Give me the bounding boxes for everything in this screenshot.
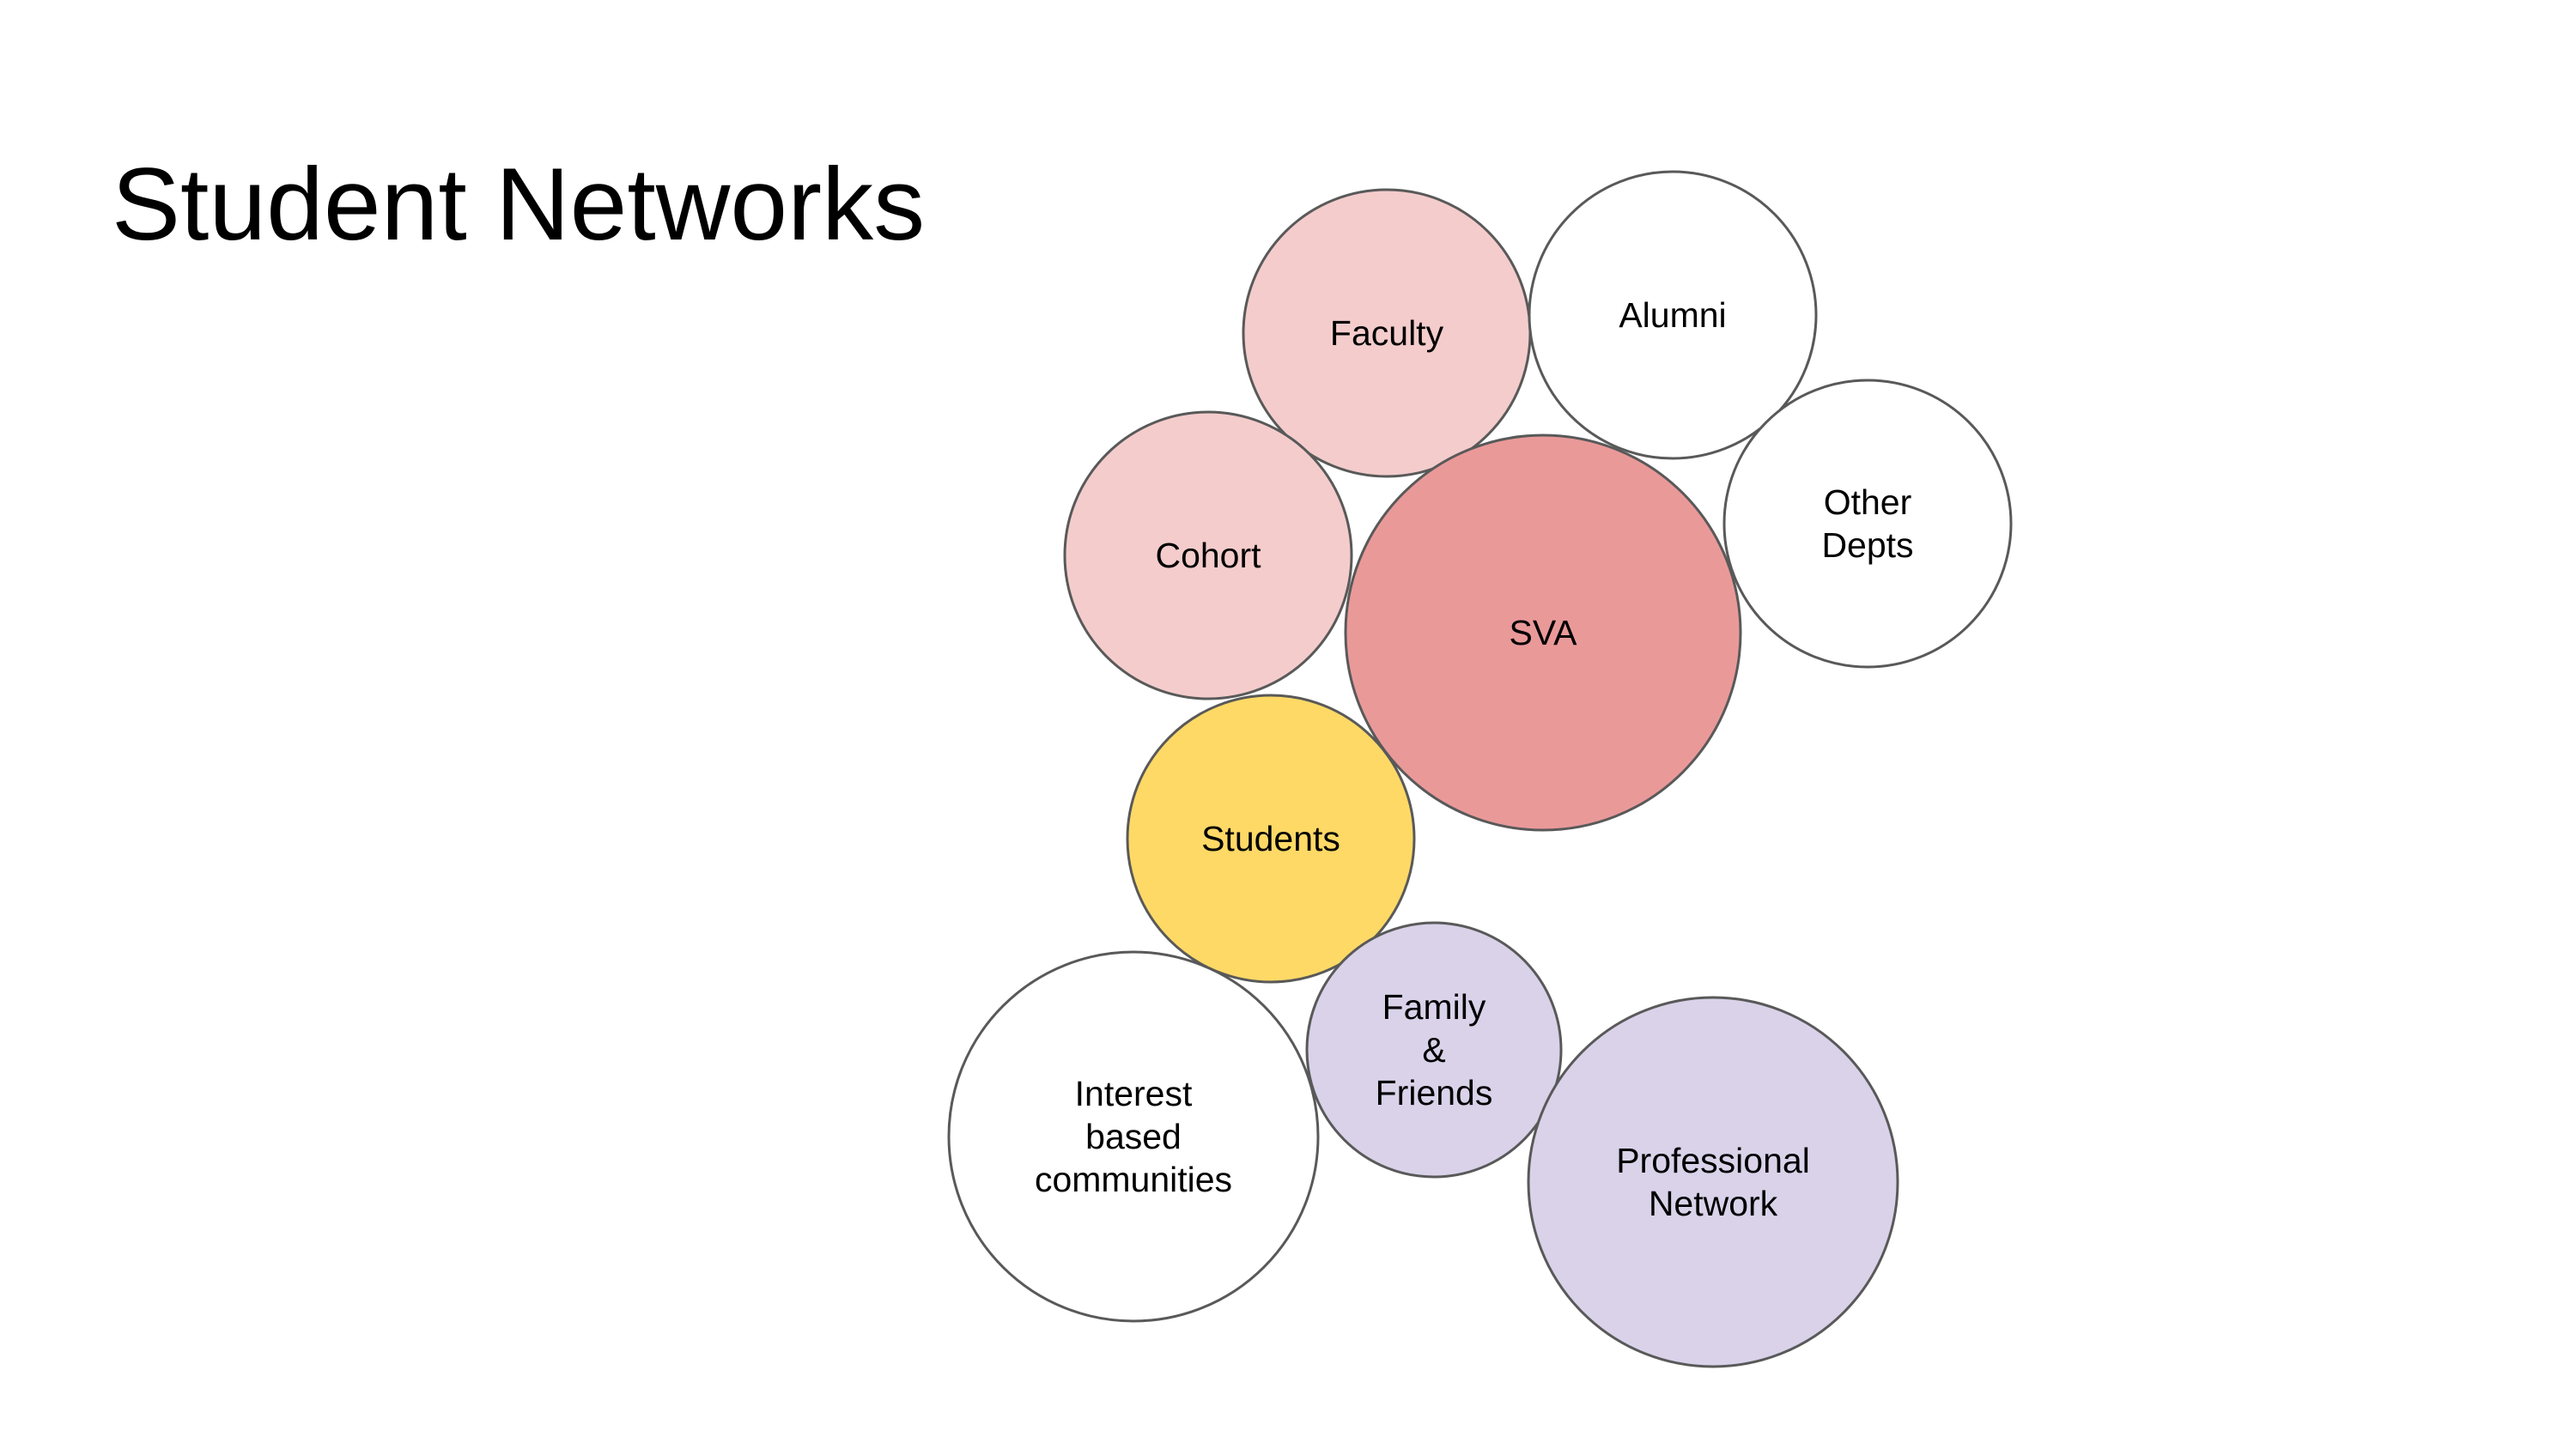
bubble-circle-students [1126,694,1416,984]
bubble-label-other-depts: Other [1824,482,1912,522]
bubble-label-alumni: Alumni [1619,295,1726,335]
bubble-faculty: Faculty [1242,188,1532,478]
bubble-label-interest-communities: Interest [1075,1074,1193,1113]
bubble-label-family-friends: & [1422,1030,1445,1070]
bubble-interest-communities: Interest based communities [947,950,1320,1323]
bubble-circle-sva [1344,433,1742,832]
bubble-alumni: Alumni [1528,170,1818,460]
bubble-label-professional-network: Professional [1616,1141,1810,1180]
bubble-circle-interest-communities [947,950,1320,1323]
bubble-label-interest-communities: based [1085,1117,1182,1156]
bubble-sva: SVA [1344,433,1742,832]
bubble-label-interest-communities: communities [1035,1160,1232,1199]
bubble-label-sva: SVA [1510,613,1578,652]
bubble-circle-alumni [1528,170,1818,460]
bubble-circle-cohort [1063,410,1353,700]
bubble-label-family-friends: Friends [1376,1073,1493,1113]
slide-title: Student Networks [112,147,926,262]
bubble-label-cohort: Cohort [1155,536,1261,575]
bubble-circle-other-depts [1722,379,2013,669]
bubble-label-students: Students [1201,819,1340,858]
bubble-label-professional-network: Network [1649,1184,1778,1223]
bubble-cohort: Cohort [1063,410,1353,700]
bubble-label-faculty: Faculty [1330,313,1444,353]
bubble-circle-professional-network [1527,996,1899,1368]
bubble-label-family-friends: Family [1382,987,1486,1027]
bubble-students: Students [1126,694,1416,984]
bubble-label-other-depts: Depts [1821,525,1913,565]
bubble-family-friends: Family&Friends [1305,921,1563,1179]
bubble-circle-family-friends [1305,921,1563,1179]
